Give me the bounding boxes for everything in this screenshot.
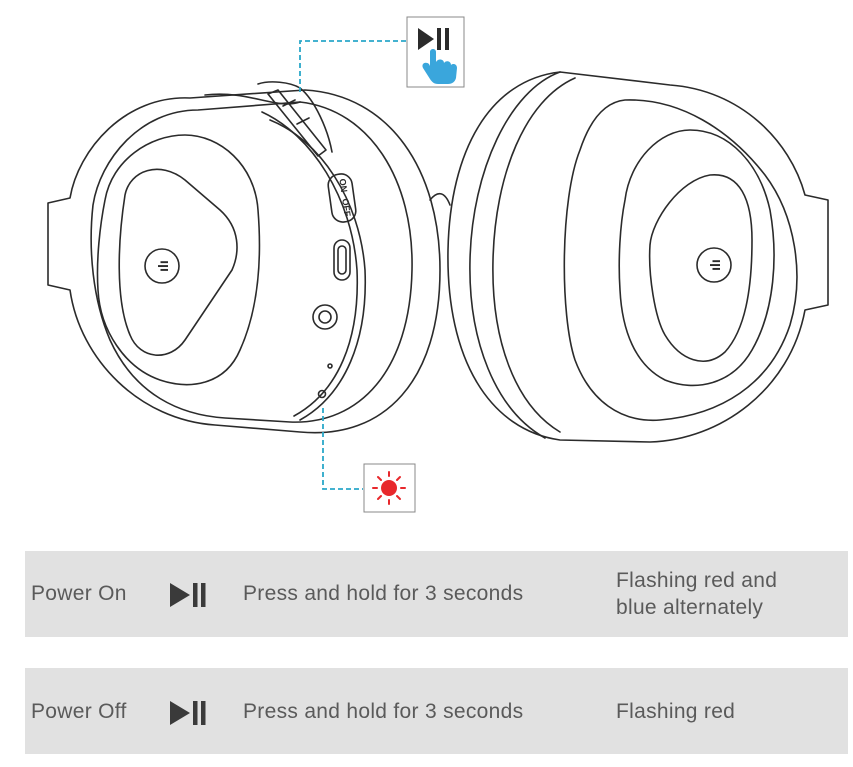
callout-line-top — [299, 40, 412, 92]
row-label: Power Off — [31, 700, 127, 723]
row-action: Press and hold for 3 seconds — [243, 700, 524, 723]
play-pause-icon — [170, 701, 206, 725]
table-row-power-off: Power Off Press and hold for 3 seconds F… — [25, 668, 848, 754]
headband — [429, 192, 451, 206]
svg-text:ılı: ılı — [707, 259, 723, 271]
row-result: Flashing red and blue alternately — [616, 569, 778, 619]
row-label: Power On — [31, 582, 127, 605]
svg-text:ılı: ılı — [155, 260, 171, 272]
right-earcup: ılı — [447, 71, 829, 443]
red-led-icon — [363, 463, 416, 513]
play-pause-press-icon — [406, 16, 465, 88]
row-action: Press and hold for 3 seconds — [243, 582, 524, 605]
on-off-label: ON OFF — [337, 178, 352, 218]
play-pause-icon — [170, 583, 206, 607]
table-row-power-on: Power On Press and hold for 3 seconds Fl… — [25, 551, 848, 637]
headphones-diagram: ılı — [47, 16, 829, 513]
row-result: Flashing red — [616, 700, 736, 723]
callout-line-bottom — [322, 408, 363, 490]
left-earcup: ılı — [47, 81, 441, 434]
